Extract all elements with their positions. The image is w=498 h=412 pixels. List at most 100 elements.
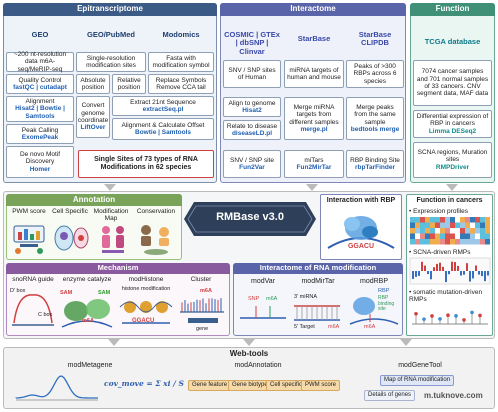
extract-tool: extractSeq.pl	[142, 106, 184, 113]
heatmap-cell	[460, 239, 465, 245]
scna-bar	[481, 271, 483, 277]
conservation-label: Conservation	[136, 208, 176, 215]
scna-bar	[442, 266, 444, 271]
details-genes-tag: Details of genes	[364, 390, 416, 401]
histone-diagram	[119, 301, 173, 324]
cell-label: Cell Specific	[52, 208, 88, 215]
rbp-label: RBP	[378, 288, 390, 294]
cluster-m6a-label: m6A	[200, 288, 212, 294]
interaction-rbp-title: Interaction with RBP	[326, 197, 396, 204]
cancers-item2: • SCNA-driven RMPs	[409, 249, 471, 256]
heatmap-cell	[450, 239, 455, 245]
merge-mirna-title: Merge miRNA targets from different sampl…	[289, 103, 339, 126]
modrbp-label: modRBP	[359, 278, 388, 285]
heatmap-cell	[455, 228, 460, 234]
mirna3-label: 3' miRNA	[294, 294, 318, 300]
heatmap-cell	[470, 239, 475, 245]
interactome-mod-header: Interactome of RNA modification	[233, 263, 403, 274]
cosmic-title: COSMIC | GTEx | dbSNP | Clinvar	[224, 30, 280, 56]
extract-title: Extract 21nt Sequence	[130, 98, 196, 106]
heatmap-cell	[430, 239, 435, 245]
heatmap-cell	[470, 228, 475, 234]
mutation-dot	[422, 317, 426, 321]
rbp-site-box: RBP Binding Site rbpTarFinder	[346, 150, 404, 178]
rbp-motif-label: GGACU	[347, 243, 375, 250]
mutation-dot	[414, 311, 418, 316]
heatmap-cell	[475, 233, 480, 239]
heatmap-cell	[450, 233, 455, 239]
epi-summary: Single Sites of 73 types of RNA Modifica…	[78, 150, 214, 178]
scna-bar	[418, 271, 420, 276]
metagene-formula: cov_move = Σ xi / S	[104, 379, 184, 388]
heatmap-cell	[480, 233, 485, 239]
arrow-mid-down-3	[400, 339, 412, 346]
arrow-epi-down	[104, 184, 116, 191]
heatmap-cell	[450, 228, 455, 234]
heatmap-cell	[475, 222, 480, 228]
scna-bar	[424, 265, 426, 271]
heatmap-cell	[435, 228, 440, 234]
heatmap-cell	[410, 239, 415, 245]
scna-bar	[469, 271, 471, 282]
heatmap-cell	[420, 222, 425, 228]
merge-mirna-box: Merge miRNA targets from different sampl…	[284, 97, 344, 140]
heatmap-cell	[470, 222, 475, 228]
scna-bar	[457, 265, 459, 271]
rbp-site-title: RBP Binding Site	[350, 156, 400, 164]
heatmap-cell	[485, 222, 490, 228]
heatmap-cell	[465, 233, 470, 239]
heatmap-cell	[415, 228, 420, 234]
metagene-plot	[15, 375, 98, 401]
scna-bar	[448, 271, 450, 275]
align-genome-tool: Hisat2	[242, 107, 262, 114]
heatmap-cell	[445, 233, 450, 239]
heatmap-cell	[435, 217, 440, 223]
heatmap-cell	[480, 222, 485, 228]
tag-gene-feature: Gene feature	[188, 380, 232, 391]
heatmap-cell	[410, 233, 415, 239]
scna-bar	[451, 261, 453, 271]
merge-peaks-title: Merge peaks from the same sample	[354, 103, 396, 126]
heatmap-cell	[435, 222, 440, 228]
rbp-binding-label: RBP binding site	[378, 295, 395, 313]
align-genome-box: Align to genome Hisat2	[223, 97, 281, 117]
map-rna-tag: Map of RNA modification	[380, 375, 455, 386]
scna-bar	[478, 271, 480, 275]
heatmap-cell	[415, 239, 420, 245]
mutation-dot	[454, 314, 458, 318]
convert-tool: LiftOver	[80, 124, 106, 132]
arrow-mid-down-2	[243, 339, 255, 346]
heatmap-cell	[450, 222, 455, 228]
mutation-plot	[412, 310, 488, 325]
metagene-title: modMetagene	[67, 362, 113, 369]
modmirtar-label: modMirTar	[301, 278, 335, 285]
align-title: Alignment	[25, 98, 55, 106]
watermark: m.tuknove.com	[424, 391, 483, 400]
geo-pubmed-desc: Single-resolution modification sites	[76, 52, 146, 72]
align-calc-box: Alignment & Calculate Offset Bowtie | Sa…	[112, 118, 214, 140]
heatmap-cell	[440, 228, 445, 234]
enzyme-label: enzyme catalyze	[62, 276, 112, 283]
heatmap-cell	[480, 239, 485, 245]
diff-tools: Limma DESeq2	[428, 127, 477, 135]
mutation-dot	[430, 314, 434, 318]
cluster-label: Cluster	[190, 276, 212, 283]
heatmap-cell	[420, 217, 425, 223]
cancers-item3-label: somatic mutation-driven RMPs	[409, 289, 483, 304]
cancers-item1: • Expression profiles	[409, 208, 469, 215]
heatmap-cell	[480, 228, 485, 234]
starbase-clipdb-title: StarBase CLIPDB	[358, 30, 392, 48]
heatmap-cell	[460, 233, 465, 239]
align-calc-tools: Bowtie | Samtools	[135, 129, 191, 136]
heatmap-cell	[425, 217, 430, 223]
geo-desc: ~200 nt-resolution data m6A-seq/MeRIP-se…	[6, 51, 74, 73]
scna-bar	[484, 271, 486, 282]
cancers-title: Function in cancers	[416, 197, 483, 204]
cluster-diagram	[180, 298, 224, 323]
peaks-desc: Peaks of >300 RBPs across 6 species	[346, 60, 404, 88]
heatmap-cell	[475, 239, 480, 245]
genetool-title: modGeneTool	[398, 362, 442, 369]
sam-label-2: SAM	[98, 290, 111, 296]
annotation-tool-title: modAnnotation	[234, 362, 282, 369]
snv-site-tool: Fun2Var	[239, 164, 265, 171]
